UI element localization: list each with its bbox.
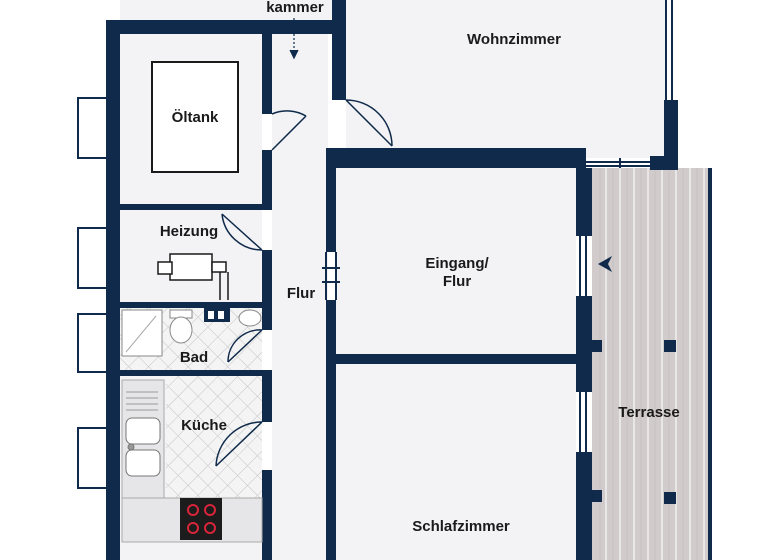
window-bays <box>77 97 106 489</box>
shower-icon <box>121 309 163 357</box>
walls <box>106 0 678 560</box>
sink-icon <box>238 309 262 327</box>
label-flur: Flur <box>286 285 316 302</box>
toilet-icon <box>169 309 193 344</box>
kueche-tiles <box>166 376 262 498</box>
label-kueche: Küche <box>181 417 227 434</box>
doors <box>215 99 393 467</box>
label-bad: Bad <box>179 349 209 366</box>
door-bad <box>227 329 263 363</box>
wohnzimmer-floor <box>346 0 666 158</box>
label-kammer: kammer <box>266 0 324 16</box>
door-heizung <box>221 213 263 251</box>
schlafzimmer-floor <box>336 364 576 560</box>
entrance-arrow-icon <box>598 256 612 272</box>
windows <box>322 0 673 452</box>
label-terrasse: Terrasse <box>618 404 680 421</box>
door-oeltank <box>271 110 307 151</box>
oil-tank-icon <box>151 61 239 173</box>
kammer-arrow-icon <box>289 18 299 60</box>
terrasse-deck <box>592 168 712 560</box>
stove-icon <box>180 498 222 540</box>
door-kueche <box>215 421 263 467</box>
label-wohnzimmer: Wohnzimmer <box>467 31 561 48</box>
label-eingang-2: Flur <box>442 273 472 290</box>
boiler-icon <box>157 253 229 300</box>
door-wohnzimmer <box>345 99 393 147</box>
label-schlafzimmer: Schlafzimmer <box>412 518 510 535</box>
label-eingang-1: Eingang/ <box>425 255 489 272</box>
eingang-floor <box>336 168 576 354</box>
kitchen-sink-icon <box>125 391 161 477</box>
label-oeltank: Öltank <box>171 109 219 126</box>
label-heizung: Heizung <box>159 223 219 240</box>
